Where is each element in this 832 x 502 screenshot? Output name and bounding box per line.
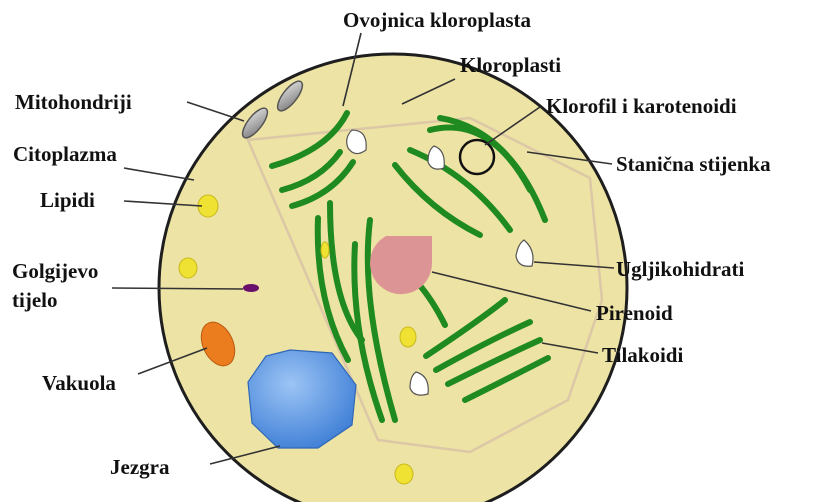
label-citoplazma: Citoplazma <box>13 142 117 166</box>
label-klorofil: Klorofil i karotenoidi <box>546 94 737 118</box>
label-kloroplasti: Kloroplasti <box>460 53 561 77</box>
label-ovojnica: Ovojnica kloroplasta <box>343 8 532 32</box>
label-pirenoid: Pirenoid <box>596 301 673 325</box>
label-golgi-line1: Golgijevo <box>12 259 98 283</box>
label-mitohondriji: Mitohondriji <box>15 90 132 114</box>
label-jezgra: Jezgra <box>110 455 170 479</box>
label-ugljikohidrati: Ugljikohidrati <box>616 257 745 281</box>
label-vakuola: Vakuola <box>42 371 116 395</box>
label-lipidi: Lipidi <box>40 188 95 212</box>
label-golgi-line2: tijelo <box>12 288 57 312</box>
label-stijenka: Stanična stijenka <box>616 152 771 176</box>
label-tilakoidi: Tilakoidi <box>602 343 683 367</box>
golgi-body <box>243 284 259 292</box>
nucleus <box>248 350 356 448</box>
